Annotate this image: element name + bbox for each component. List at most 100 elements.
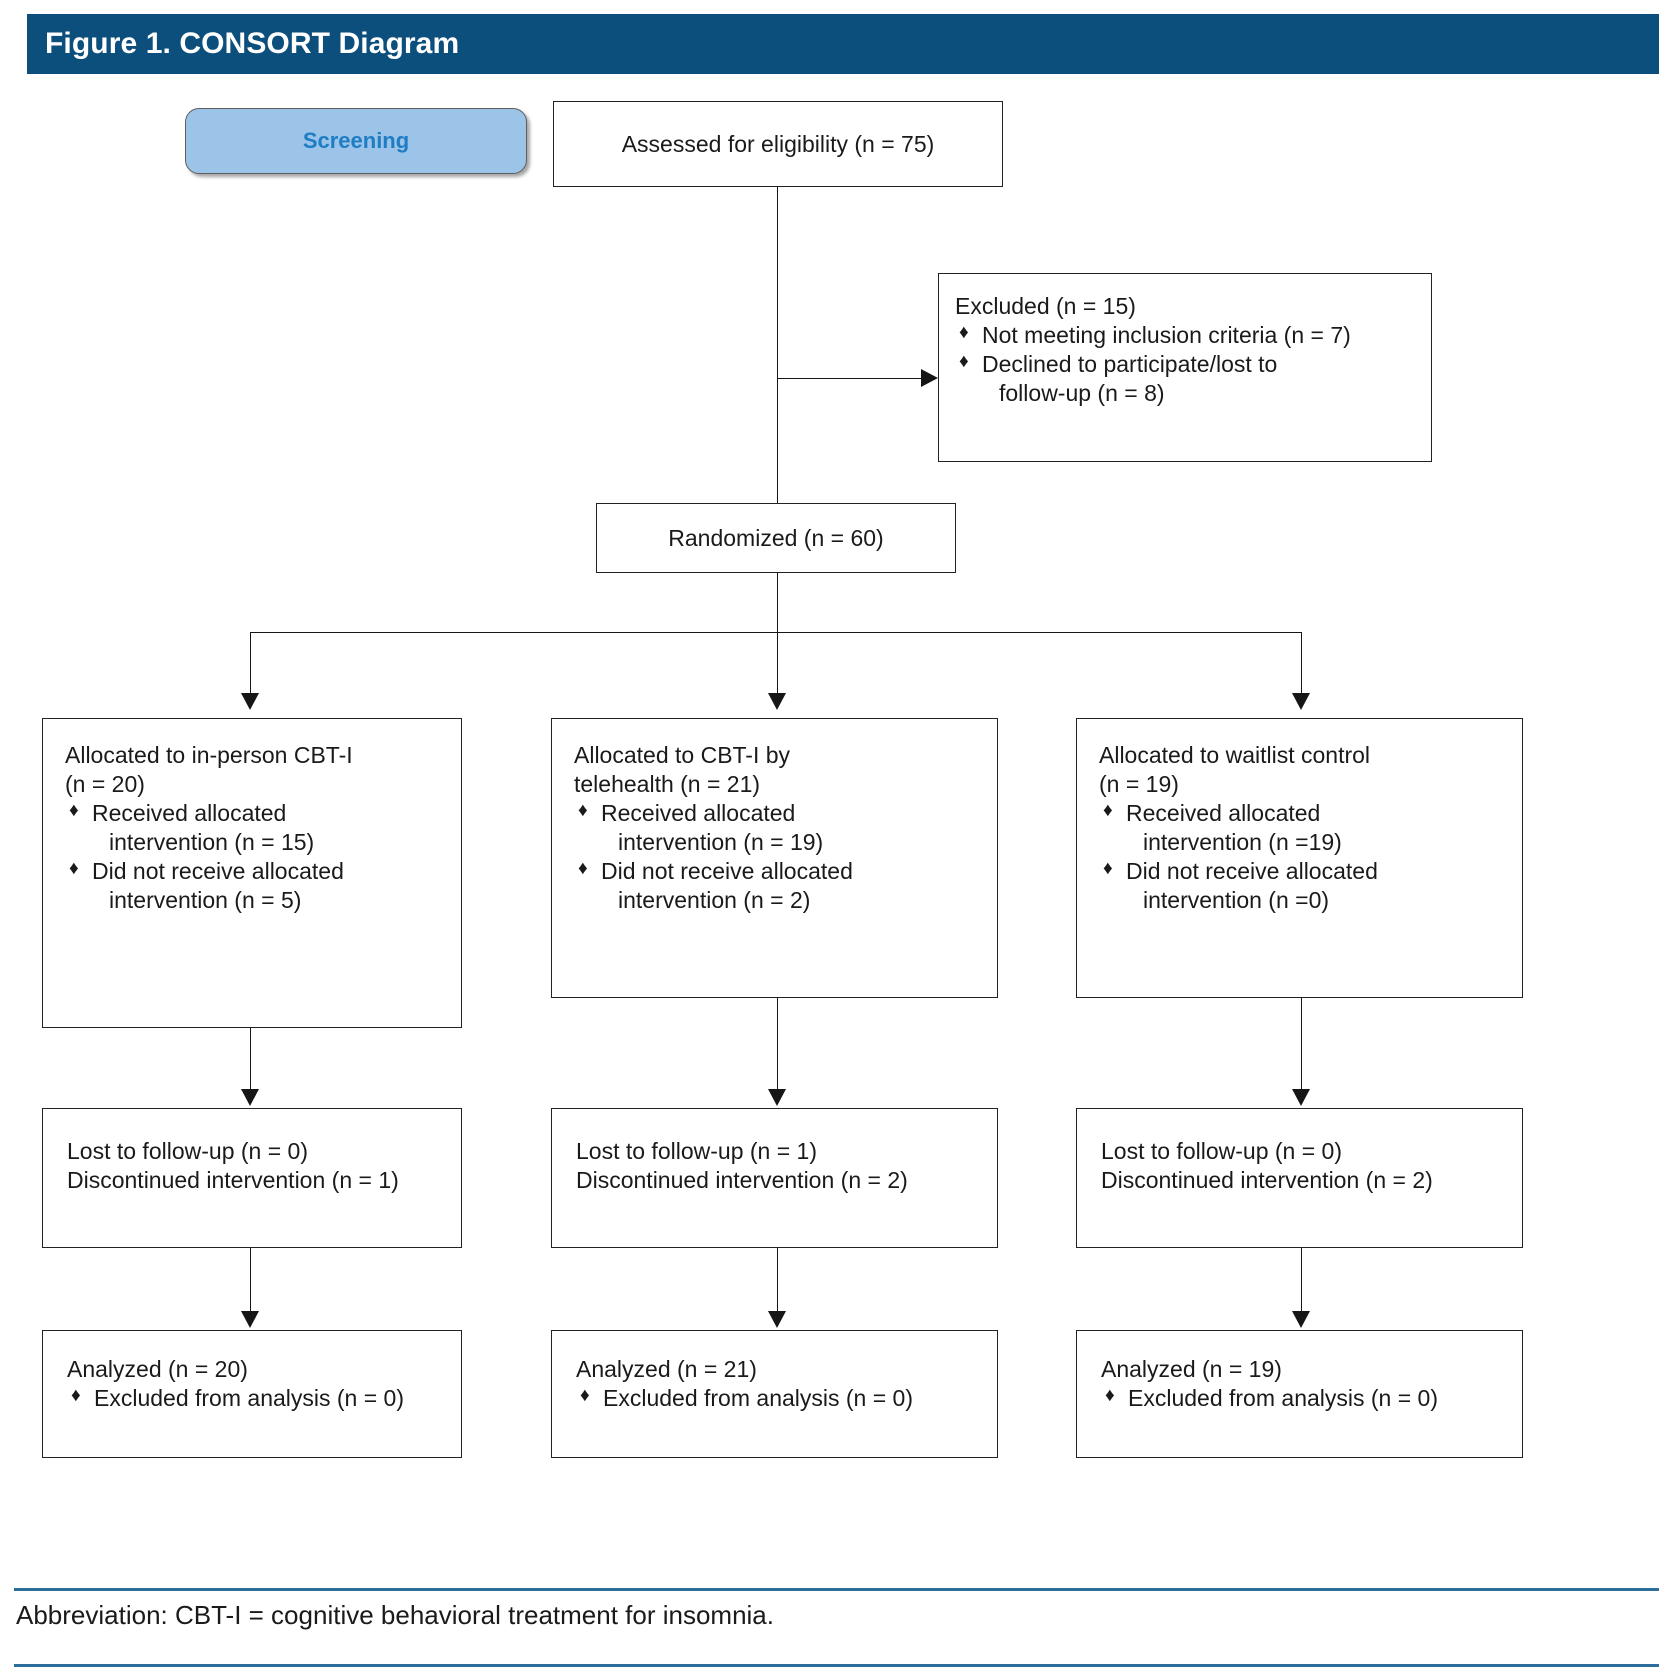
list-item: ♦ Did not receive allocated intervention…: [1099, 857, 1510, 915]
arrow-to-allocation-right: [1292, 693, 1310, 710]
node-assessed-for-eligibility: Assessed for eligibility (n = 75): [553, 101, 1003, 187]
figure-title: Figure 1. CONSORT Diagram: [45, 27, 460, 60]
node-randomized-text: Randomized (n = 60): [668, 524, 884, 551]
node-excluded-bullets: ♦ Not meeting inclusion criteria (n = 7)…: [955, 321, 1415, 408]
followup-line1: Lost to follow-up (n = 0): [67, 1138, 308, 1164]
analysis-title: Analyzed (n = 19): [1101, 1356, 1282, 1382]
arrow-to-allocation-middle: [768, 693, 786, 710]
arrow-to-analysis-right: [1292, 1311, 1310, 1328]
stage-label-screening: Screening: [185, 108, 527, 174]
node-followup-waitlist: Lost to follow-up (n = 0) Discontinued i…: [1076, 1108, 1523, 1248]
footer-divider-bottom: [14, 1664, 1659, 1667]
bullet-line1: Received allocated: [1126, 799, 1321, 826]
node-followup-telehealth: Lost to follow-up (n = 1) Discontinued i…: [551, 1108, 998, 1248]
list-item: ♦ Received allocated intervention (n = 1…: [574, 799, 985, 857]
allocation-title-line2: (n = 19): [1099, 770, 1179, 797]
bullet-line2: intervention (n =0): [1143, 886, 1330, 913]
node-allocation-waitlist: Allocated to waitlist control (n = 19) ♦…: [1076, 718, 1523, 998]
allocation-title-line1: Allocated to waitlist control: [1099, 742, 1371, 768]
bullet-diamond-icon: ♦: [1103, 857, 1113, 879]
followup-line1: Lost to follow-up (n = 1): [576, 1138, 817, 1164]
bullet-diamond-icon: ♦: [959, 350, 969, 372]
bullet-line2: intervention (n = 2): [618, 886, 811, 913]
bullet-line2: intervention (n =19): [1143, 828, 1342, 855]
connector-to-excluded: [777, 378, 922, 379]
allocation-title-line2: (n = 20): [65, 770, 145, 797]
node-allocation-telehealth: Allocated to CBT-I by telehealth (n = 21…: [551, 718, 998, 998]
connector-followup-to-analysis-left: [250, 1248, 251, 1312]
allocation-bullets: ♦ Received allocated intervention (n = 1…: [65, 799, 449, 915]
arrow-to-followup-right: [1292, 1089, 1310, 1106]
arrow-to-followup-middle: [768, 1089, 786, 1106]
analysis-title: Analyzed (n = 20): [67, 1356, 248, 1382]
bullet-diamond-icon: ♦: [580, 1384, 590, 1406]
analysis-bullets: ♦ Excluded from analysis (n = 0): [67, 1384, 451, 1413]
bullet-line2: intervention (n = 5): [109, 886, 302, 913]
list-item: ♦ Did not receive allocated intervention…: [65, 857, 449, 915]
bullet-diamond-icon: ♦: [69, 857, 79, 879]
stage-label-screening-text: Screening: [302, 128, 410, 153]
node-analysis-waitlist: Analyzed (n = 19) ♦ Excluded from analys…: [1076, 1330, 1523, 1458]
bullet-line1: Excluded from analysis (n = 0): [94, 1384, 404, 1411]
connector-split-bar: [250, 632, 1302, 633]
node-followup-in-person: Lost to follow-up (n = 0) Discontinued i…: [42, 1108, 462, 1248]
bullet-diamond-icon: ♦: [578, 799, 588, 821]
connector-followup-to-analysis-middle: [777, 1248, 778, 1312]
bullet-diamond-icon: ♦: [959, 321, 969, 343]
footer-divider-top: [14, 1588, 1659, 1591]
arrow-to-analysis-left: [241, 1311, 259, 1328]
bullet-diamond-icon: ♦: [1105, 1384, 1115, 1406]
arrow-to-excluded: [921, 369, 938, 387]
bullet-diamond-icon: ♦: [578, 857, 588, 879]
node-randomized: Randomized (n = 60): [596, 503, 956, 573]
list-item: ♦ Excluded from analysis (n = 0): [67, 1384, 451, 1413]
connector-branch-left: [250, 632, 251, 694]
bullet-line2: follow-up (n = 8): [999, 379, 1165, 406]
allocation-bullets: ♦ Received allocated intervention (n =19…: [1099, 799, 1510, 915]
arrow-to-followup-left: [241, 1089, 259, 1106]
node-assessed-text: Assessed for eligibility (n = 75): [621, 130, 935, 157]
followup-line1: Lost to follow-up (n = 0): [1101, 1138, 1342, 1164]
list-item: ♦ Excluded from analysis (n = 0): [576, 1384, 987, 1413]
bullet-line1: Did not receive allocated: [601, 857, 853, 884]
connector-followup-to-analysis-right: [1301, 1248, 1302, 1312]
analysis-bullets: ♦ Excluded from analysis (n = 0): [576, 1384, 987, 1413]
followup-line2: Discontinued intervention (n = 2): [1101, 1166, 1433, 1193]
bullet-line1: Declined to participate/lost to: [982, 350, 1278, 377]
bullet-line1: Received allocated: [92, 799, 287, 826]
followup-line2: Discontinued intervention (n = 2): [576, 1166, 908, 1193]
node-excluded: Excluded (n = 15) ♦ Not meeting inclusio…: [938, 273, 1432, 462]
node-analysis-in-person: Analyzed (n = 20) ♦ Excluded from analys…: [42, 1330, 462, 1458]
node-allocation-in-person: Allocated to in-person CBT-I (n = 20) ♦ …: [42, 718, 462, 1028]
node-excluded-heading: Excluded (n = 15): [955, 293, 1136, 319]
connector-alloc-to-followup-middle: [777, 998, 778, 1090]
list-item: ♦ Excluded from analysis (n = 0): [1101, 1384, 1512, 1413]
arrow-to-analysis-middle: [768, 1311, 786, 1328]
bullet-line1: Did not receive allocated: [92, 857, 344, 884]
allocation-title-line1: Allocated to CBT-I by: [574, 742, 791, 768]
node-analysis-telehealth: Analyzed (n = 21) ♦ Excluded from analys…: [551, 1330, 998, 1458]
connector-alloc-to-followup-right: [1301, 998, 1302, 1090]
connector-assessed-to-randomized: [777, 187, 778, 503]
list-item: ♦ Declined to participate/lost to follow…: [955, 350, 1415, 408]
list-item: ♦ Not meeting inclusion criteria (n = 7): [955, 321, 1415, 350]
bullet-line1: Excluded from analysis (n = 0): [603, 1384, 913, 1411]
figure-header-bar: Figure 1. CONSORT Diagram: [27, 14, 1659, 74]
bullet-line2: intervention (n = 15): [109, 828, 315, 855]
bullet-line1: Not meeting inclusion criteria (n = 7): [982, 321, 1351, 348]
followup-line2: Discontinued intervention (n = 1): [67, 1166, 399, 1193]
connector-branch-middle: [777, 632, 778, 694]
bullet-diamond-icon: ♦: [69, 799, 79, 821]
arrow-to-allocation-left: [241, 693, 259, 710]
list-item: ♦ Did not receive allocated intervention…: [574, 857, 985, 915]
analysis-bullets: ♦ Excluded from analysis (n = 0): [1101, 1384, 1512, 1413]
bullet-line2: intervention (n = 19): [618, 828, 824, 855]
list-item: ♦ Received allocated intervention (n = 1…: [65, 799, 449, 857]
bullet-line1: Did not receive allocated: [1126, 857, 1378, 884]
allocation-title-line1: Allocated to in-person CBT-I: [65, 742, 353, 768]
bullet-diamond-icon: ♦: [1103, 799, 1113, 821]
connector-alloc-to-followup-left: [250, 1028, 251, 1090]
allocation-title-line2: telehealth (n = 21): [574, 770, 761, 797]
bullet-line1: Received allocated: [601, 799, 796, 826]
